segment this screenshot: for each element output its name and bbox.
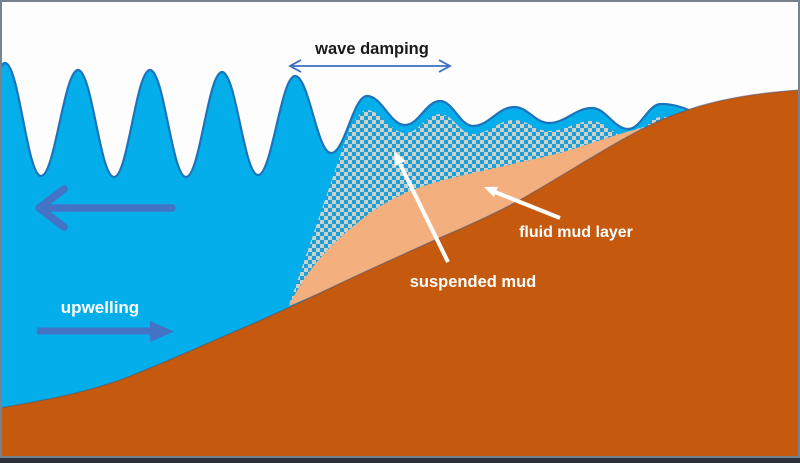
fluid-mud-pointer-arrow	[484, 186, 561, 220]
suspended-mud-region	[288, 110, 696, 308]
seabed	[0, 90, 800, 463]
wave-damping-extent-arrow	[288, 59, 452, 73]
wave-surface-outline	[0, 61, 705, 179]
suspended-mud-pointer-arrow	[394, 151, 450, 263]
offshore-flow-arrow	[35, 185, 176, 231]
wave-damping-label: wave damping	[314, 40, 429, 58]
fluid-mud-label: fluid mud layer	[519, 224, 633, 241]
upwelling-label: upwelling	[61, 298, 139, 317]
fluid-mud-region	[289, 126, 650, 306]
upwelling-flow-arrow	[37, 321, 174, 342]
suspended-mud-label: suspended mud	[410, 273, 537, 291]
frame-bottom-shadow	[0, 458, 800, 463]
